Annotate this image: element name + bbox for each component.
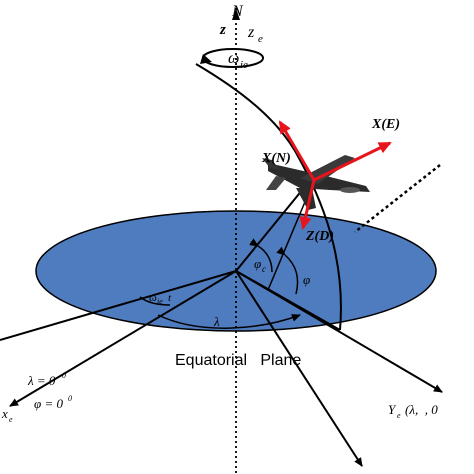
z-label: z bbox=[219, 22, 226, 38]
phi-c-sub-label: c bbox=[262, 264, 266, 274]
omega-t-sub-label: ie bbox=[157, 297, 163, 306]
lower-diagonal-axis bbox=[235, 270, 363, 467]
xe-axis bbox=[9, 270, 237, 407]
ye-axis bbox=[235, 270, 443, 393]
lambda-zero-sup-label: 0 bbox=[62, 371, 66, 380]
nav-east-axis bbox=[313, 141, 392, 182]
rotation-arrowhead bbox=[200, 54, 212, 64]
x-n-label: X(N) bbox=[261, 151, 291, 166]
phi-c-label: φ bbox=[254, 256, 261, 271]
meridian-arc bbox=[195, 63, 342, 331]
north-label: N bbox=[231, 3, 244, 20]
lambda-zero-label: λ = 0 bbox=[27, 373, 56, 388]
ye-coords-label: (λ, , 0 bbox=[405, 402, 438, 417]
left-axis bbox=[0, 270, 237, 341]
nav-north-axis bbox=[278, 120, 316, 181]
lambda-label: λ bbox=[213, 314, 220, 329]
phi-angle-arc bbox=[276, 246, 299, 295]
phi-zero-label: φ = 0 bbox=[34, 396, 63, 411]
omega-t-angle-arc bbox=[139, 296, 171, 306]
omega-t-t-label: t bbox=[168, 292, 172, 304]
omega-t-label: ω bbox=[149, 292, 157, 304]
omega-ie-sub-label: ie bbox=[240, 59, 248, 71]
ze-sub-label: e bbox=[258, 33, 263, 45]
ze-label: z bbox=[247, 24, 255, 41]
phi-zero-sup-label: 0 bbox=[68, 394, 72, 403]
xe-axis-label: x bbox=[1, 406, 8, 421]
z-d-label: Z(D) bbox=[305, 229, 334, 244]
equatorial-plane-label: Equatorial Plane bbox=[175, 352, 301, 369]
polar-axis-arrowhead bbox=[232, 8, 240, 20]
phi-label: φ bbox=[303, 272, 310, 287]
lambda-angle-arc bbox=[157, 314, 301, 329]
dotted-reference-line bbox=[354, 164, 441, 233]
ye-axis-sub-label: e bbox=[397, 411, 401, 420]
nav-down-axis bbox=[299, 179, 316, 230]
phi-c-angle-arc bbox=[249, 238, 273, 273]
ye-axis-label: Y bbox=[388, 402, 397, 417]
x-e-label: X(E) bbox=[371, 117, 400, 132]
xe-axis-sub-label: e bbox=[9, 415, 13, 424]
omega-ie-label: ω bbox=[228, 50, 239, 67]
